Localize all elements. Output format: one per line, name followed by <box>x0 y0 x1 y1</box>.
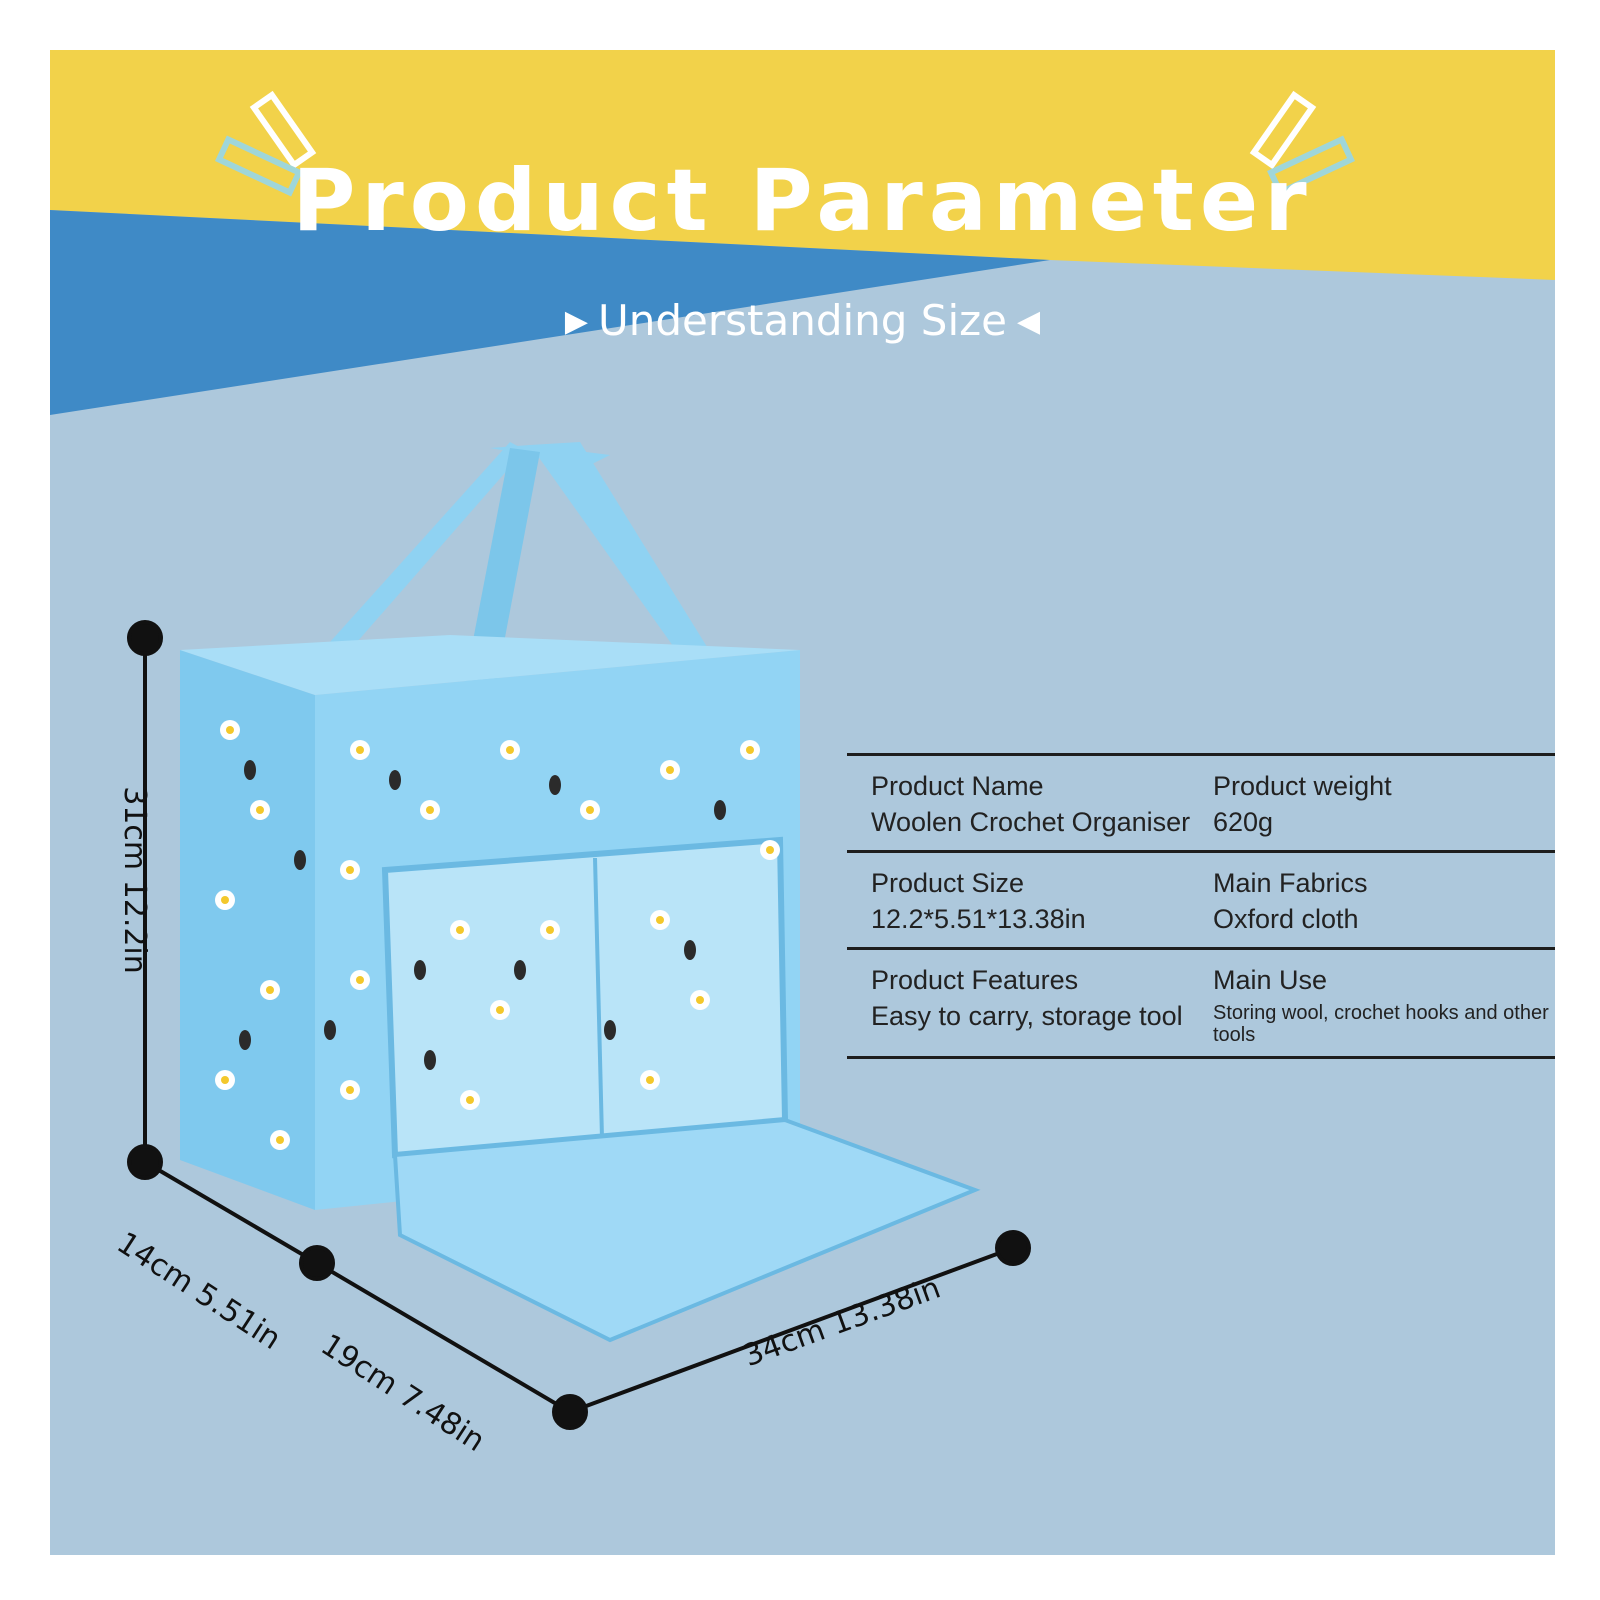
spec-label: Product Features <box>871 965 1079 995</box>
spec-table: Product Name Woolen Crochet Organiser Pr… <box>847 753 1555 1059</box>
spec-cell: Main Use Storing wool, crochet hooks and… <box>1213 962 1555 1046</box>
bag-illustration <box>127 442 1031 1430</box>
spec-value: Storing wool, crochet hooks and other to… <box>1213 1002 1549 1046</box>
product-parameter-poster: Product Parameter ▶Understanding Size◀ <box>50 50 1555 1555</box>
spec-row: Product Name Woolen Crochet Organiser Pr… <box>847 753 1555 850</box>
spec-value: 12.2*5.51*13.38in <box>871 904 1086 934</box>
subtitle: ▶Understanding Size◀ <box>50 300 1555 342</box>
spark-right-icon <box>1249 90 1317 170</box>
height-bottom-dot <box>127 1144 163 1180</box>
spark-left-icon <box>249 90 317 170</box>
spec-cell: Product Features Easy to carry, storage … <box>871 962 1213 1046</box>
triangle-left-icon: ◀ <box>1017 304 1041 339</box>
length-dot <box>995 1230 1031 1266</box>
spec-value: Easy to carry, storage tool <box>871 1001 1183 1031</box>
spec-cell: Product Name Woolen Crochet Organiser <box>871 768 1213 840</box>
page-title: Product Parameter <box>292 151 1313 251</box>
spec-value: Woolen Crochet Organiser <box>871 807 1191 837</box>
spec-cell: Product Size 12.2*5.51*13.38in <box>871 865 1213 937</box>
spec-label: Product Size <box>871 868 1025 898</box>
spec-cell: Product weight 620g <box>1213 768 1555 840</box>
triangle-right-icon: ▶ <box>564 304 588 339</box>
spec-value: 620g <box>1213 807 1274 837</box>
spec-row: Product Size 12.2*5.51*13.38in Main Fabr… <box>847 850 1555 947</box>
subtitle-text: Understanding Size <box>597 296 1007 345</box>
banner-background <box>50 50 1555 415</box>
spec-row: Product Features Easy to carry, storage … <box>847 947 1555 1059</box>
spec-cell: Main Fabrics Oxford cloth <box>1213 865 1555 937</box>
depth-dot <box>299 1245 335 1281</box>
dimension-height: 31cm 12.2in <box>116 786 152 974</box>
spec-value: Oxford cloth <box>1213 904 1359 934</box>
spec-label: Main Use <box>1213 965 1328 995</box>
height-top-dot <box>127 620 163 656</box>
spec-label: Product Name <box>871 771 1044 801</box>
corner-dot <box>552 1394 588 1430</box>
spec-label: Product weight <box>1213 771 1392 801</box>
spec-label: Main Fabrics <box>1213 868 1368 898</box>
